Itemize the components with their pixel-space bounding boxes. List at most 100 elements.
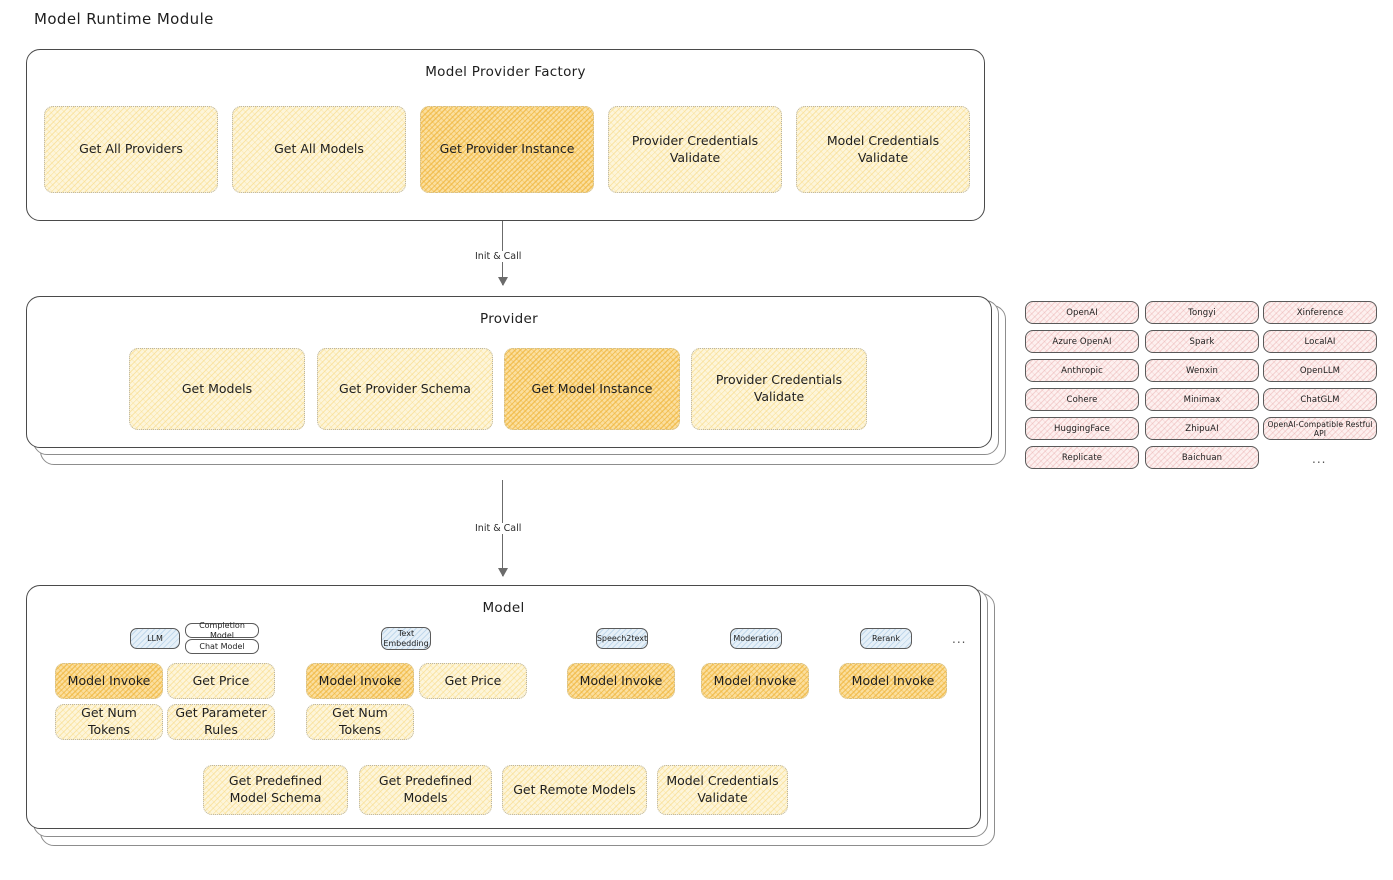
factory-item-get-all-providers[interactable]: Get All Providers xyxy=(44,106,218,193)
text-embedding-method-get-price[interactable]: Get Price xyxy=(419,663,527,699)
provider-pill-label: ZhipuAI xyxy=(1185,423,1219,434)
provider-item-label: Get Models xyxy=(181,380,253,396)
factory-item-label: Get Provider Instance xyxy=(439,141,575,157)
speech2text-method-model-invoke[interactable]: Model Invoke xyxy=(567,663,675,699)
model-title: Model xyxy=(482,600,525,616)
model-subtype-chat-model[interactable]: Chat Model xyxy=(185,639,259,654)
arrow-provider-to-model-label: Init & Call xyxy=(471,523,526,534)
badge-label: Speech2text xyxy=(596,633,648,643)
provider-pill-zhipuai[interactable]: ZhipuAI xyxy=(1145,417,1259,440)
model-type-badge-moderation[interactable]: Moderation xyxy=(730,628,782,649)
provider-pill-replicate[interactable]: Replicate xyxy=(1025,446,1139,469)
provider-pill-label: OpenAI xyxy=(1066,307,1098,318)
method-label: Model Invoke xyxy=(318,672,402,688)
provider-pill-label: Xinference xyxy=(1296,307,1344,318)
provider-pill-label: LocalAI xyxy=(1304,336,1336,347)
model-types-more-dots: ... xyxy=(952,632,967,646)
method-label: Model Invoke xyxy=(67,672,151,688)
model-type-badge-rerank[interactable]: Rerank xyxy=(860,628,912,649)
provider-pill-label: Anthropic xyxy=(1061,365,1103,376)
provider-pill-openai[interactable]: OpenAI xyxy=(1025,301,1139,324)
method-label: Model Invoke xyxy=(579,672,663,688)
text-embedding-method-model-invoke[interactable]: Model Invoke xyxy=(306,663,414,699)
provider-pill-label: Replicate xyxy=(1061,452,1103,463)
model-common-model-credentials-validate[interactable]: Model Credentials Validate xyxy=(657,765,788,815)
llm-method-get-num-tokens[interactable]: Get Num Tokens xyxy=(55,704,163,740)
page-title: Model Runtime Module xyxy=(34,10,214,28)
method-label: Get Predefined Models xyxy=(378,773,473,805)
provider-pill-spark[interactable]: Spark xyxy=(1145,330,1259,353)
badge-label: Completion Model xyxy=(199,621,245,640)
provider-pill-label: Tongyi xyxy=(1188,307,1216,318)
provider-pill-label: ChatGLM xyxy=(1300,394,1340,405)
factory-item-label: Model Credentials Validate xyxy=(826,132,940,165)
text-embedding-method-get-num-tokens[interactable]: Get Num Tokens xyxy=(306,704,414,740)
provider-item-provider-credentials-validate[interactable]: Provider Credentials Validate xyxy=(691,348,867,430)
factory-item-label: Provider Credentials Validate xyxy=(631,132,759,165)
method-label: Model Invoke xyxy=(851,672,935,688)
badge-label: Text Embedding xyxy=(383,629,429,648)
provider-pill-tongyi[interactable]: Tongyi xyxy=(1145,301,1259,324)
provider-pill-minimax[interactable]: Minimax xyxy=(1145,388,1259,411)
model-subtype-completion-model[interactable]: Completion Model xyxy=(185,621,259,640)
factory-item-model-credentials-validate[interactable]: Model Credentials Validate xyxy=(796,106,970,193)
badge-label: LLM xyxy=(147,633,163,643)
model-type-badge-text-embedding[interactable]: Text Embedding xyxy=(381,627,431,650)
factory-item-get-all-models[interactable]: Get All Models xyxy=(232,106,406,193)
llm-method-get-price[interactable]: Get Price xyxy=(167,663,275,699)
provider-pill-label: Baichuan xyxy=(1181,452,1223,463)
model-type-badge-speech2text[interactable]: Speech2text xyxy=(596,628,648,649)
factory-item-label: Get All Providers xyxy=(79,141,183,157)
provider-pill-localai[interactable]: LocalAI xyxy=(1263,330,1377,353)
provider-item-get-model-instance[interactable]: Get Model Instance xyxy=(504,348,680,430)
moderation-method-model-invoke[interactable]: Model Invoke xyxy=(701,663,809,699)
provider-item-label: Get Model Instance xyxy=(531,380,653,396)
method-label: Model Credentials Validate xyxy=(666,773,779,805)
provider-pill-huggingface[interactable]: HuggingFace xyxy=(1025,417,1139,440)
model-common-get-predefined-model-schema[interactable]: Get Predefined Model Schema xyxy=(203,765,348,815)
model-common-get-predefined-models[interactable]: Get Predefined Models xyxy=(359,765,492,815)
arrow-provider-to-model-head xyxy=(498,568,508,577)
method-label: Get Price xyxy=(444,672,502,688)
factory-item-label: Get All Models xyxy=(274,141,364,157)
method-label: Get Num Tokens xyxy=(81,705,137,737)
provider-list-more-dots: ... xyxy=(1312,452,1327,466)
factory-item-provider-credentials-validate[interactable]: Provider Credentials Validate xyxy=(608,106,782,193)
arrow-factory-to-provider-label: Init & Call xyxy=(471,251,526,262)
provider-pill-baichuan[interactable]: Baichuan xyxy=(1145,446,1259,469)
method-label: Get Price xyxy=(192,672,250,688)
method-label: Get Parameter Rules xyxy=(175,705,267,737)
badge-label: Moderation xyxy=(733,633,779,643)
factory-item-get-provider-instance[interactable]: Get Provider Instance xyxy=(420,106,594,193)
method-label: Get Remote Models xyxy=(513,781,636,797)
method-label: Get Predefined Model Schema xyxy=(228,773,323,805)
provider-pill-label: HuggingFace xyxy=(1053,423,1111,434)
llm-method-model-invoke[interactable]: Model Invoke xyxy=(55,663,163,699)
provider-item-label: Provider Credentials Validate xyxy=(715,372,843,404)
rerank-method-model-invoke[interactable]: Model Invoke xyxy=(839,663,947,699)
provider-pill-label: Azure OpenAI xyxy=(1052,336,1112,347)
provider-pill-xinference[interactable]: Xinference xyxy=(1263,301,1377,324)
model-common-get-remote-models[interactable]: Get Remote Models xyxy=(502,765,647,815)
model-type-badge-llm[interactable]: LLM xyxy=(130,628,180,649)
method-label: Get Num Tokens xyxy=(332,705,388,737)
provider-item-get-provider-schema[interactable]: Get Provider Schema xyxy=(317,348,493,430)
method-label: Model Invoke xyxy=(713,672,797,688)
provider-pill-label: OpenAI-Compatible Restful API xyxy=(1267,419,1373,438)
provider-item-get-models[interactable]: Get Models xyxy=(129,348,305,430)
provider-pill-label: OpenLLM xyxy=(1299,365,1341,376)
provider-pill-wenxin[interactable]: Wenxin xyxy=(1145,359,1259,382)
badge-label: Chat Model xyxy=(199,641,245,651)
provider-pill-label: Spark xyxy=(1189,336,1215,347)
provider-pill-chatglm[interactable]: ChatGLM xyxy=(1263,388,1377,411)
provider-pill-cohere[interactable]: Cohere xyxy=(1025,388,1139,411)
provider-pill-openai-compatible-restful-api[interactable]: OpenAI-Compatible Restful API xyxy=(1263,417,1377,440)
provider-pill-anthropic[interactable]: Anthropic xyxy=(1025,359,1139,382)
provider-pill-label: Wenxin xyxy=(1186,365,1218,376)
provider-pill-azure-openai[interactable]: Azure OpenAI xyxy=(1025,330,1139,353)
provider-pill-openllm[interactable]: OpenLLM xyxy=(1263,359,1377,382)
llm-method-get-parameter-rules[interactable]: Get Parameter Rules xyxy=(167,704,275,740)
badge-label: Rerank xyxy=(871,633,900,643)
provider-item-label: Get Provider Schema xyxy=(339,380,471,396)
factory-title: Model Provider Factory xyxy=(425,64,586,80)
